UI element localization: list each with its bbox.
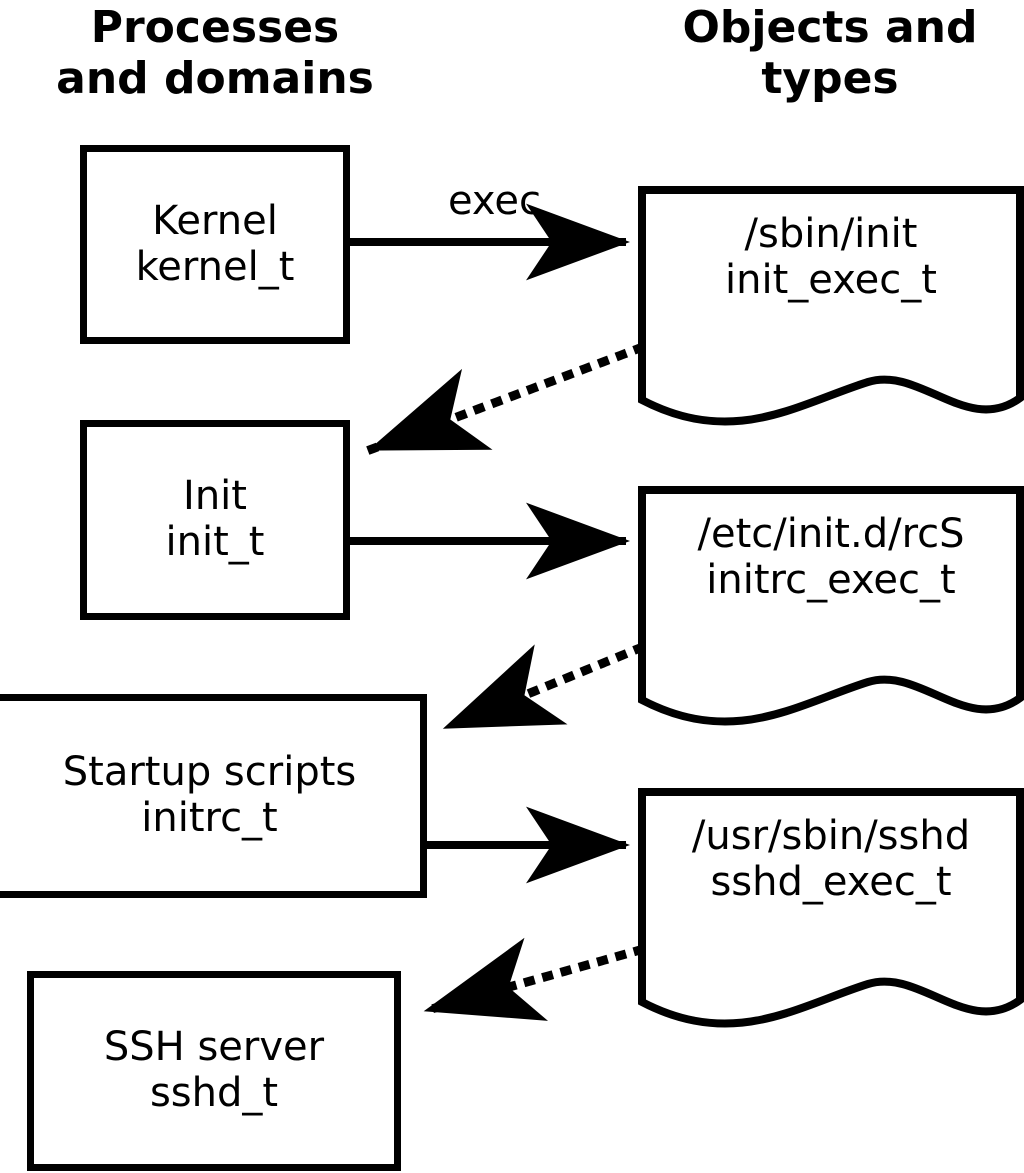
object-doc-sbin-init[interactable]: /sbin/init init_exec_t xyxy=(638,186,1024,436)
process-name-startup-scripts: Startup scripts xyxy=(62,749,357,796)
edge-dotted-sshd-exec-to-sshd xyxy=(422,937,646,1021)
process-box-init[interactable]: Init init_t xyxy=(80,420,350,620)
object-doc-usr-sbin-sshd[interactable]: /usr/sbin/sshd sshd_exec_t xyxy=(638,788,1024,1038)
process-box-startup-scripts[interactable]: Startup scripts initrc_t xyxy=(0,694,427,898)
object-path-sbin-init: /sbin/init xyxy=(744,211,918,257)
process-type-ssh-server: sshd_t xyxy=(149,1070,279,1116)
object-type-sshd-exec-t: sshd_exec_t xyxy=(710,858,952,905)
edge-label-exec: exec xyxy=(448,178,541,224)
process-box-ssh-server[interactable]: SSH server sshd_t xyxy=(27,971,401,1171)
process-type-init: init_t xyxy=(165,519,265,565)
object-type-init-exec-t: init_exec_t xyxy=(725,256,937,303)
object-path-etc-initd-rcs: /etc/init.d/rcS xyxy=(697,511,965,557)
process-box-kernel[interactable]: Kernel kernel_t xyxy=(80,145,350,344)
process-name-kernel: Kernel xyxy=(152,197,278,244)
process-name-ssh-server: SSH server xyxy=(103,1024,325,1071)
edge-dotted-sbin-init-to-init xyxy=(366,342,646,455)
column-header-processes: Processes and domains xyxy=(56,2,374,105)
process-name-init: Init xyxy=(183,473,247,520)
object-doc-etc-initd-rcs[interactable]: /etc/init.d/rcS initrc_exec_t xyxy=(638,486,1024,736)
edge-dotted-rcs-to-initrc xyxy=(441,642,646,733)
object-path-usr-sbin-sshd: /usr/sbin/sshd xyxy=(691,813,971,859)
column-header-objects: Objects and types xyxy=(682,2,978,105)
process-type-startup-scripts: initrc_t xyxy=(141,795,278,841)
object-type-initrc-exec-t: initrc_exec_t xyxy=(706,556,956,603)
process-type-kernel: kernel_t xyxy=(135,243,295,290)
